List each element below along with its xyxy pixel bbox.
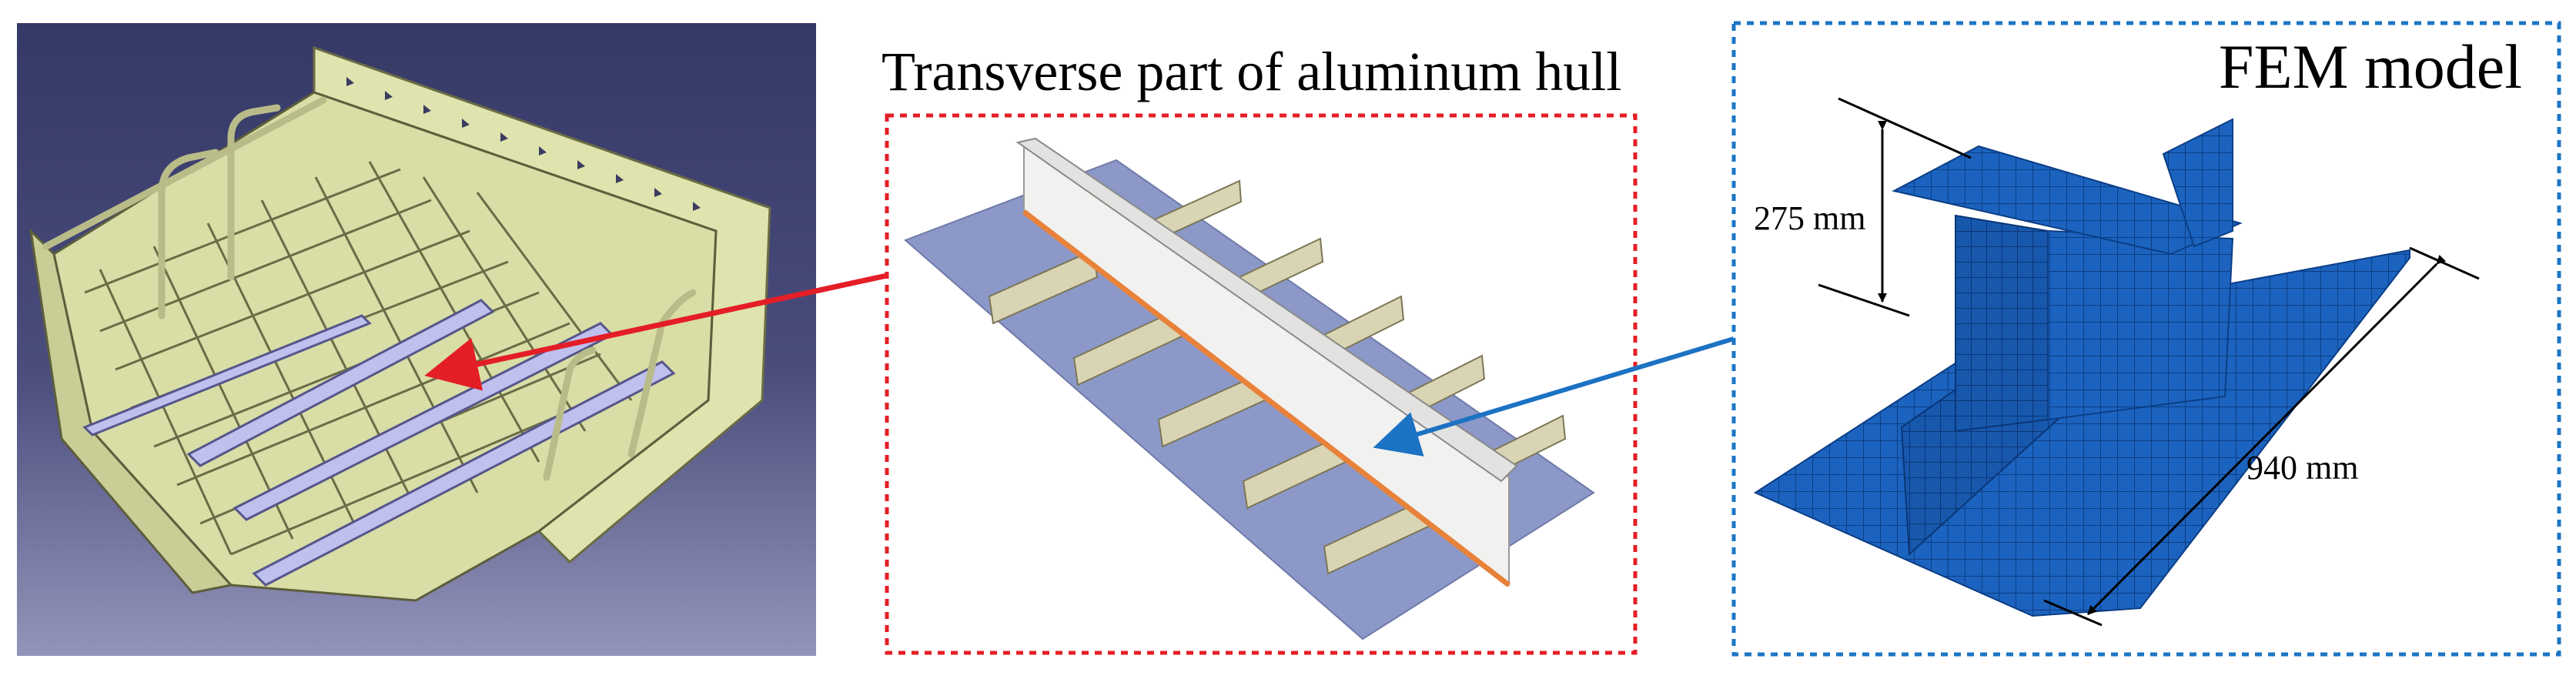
weld-line [1022,209,1511,587]
fem-back-flange [2162,118,2233,248]
dimension-lines [1818,97,2480,627]
fem-panel-title: FEM model [2218,32,2522,102]
fem-girder-web [2047,229,2234,421]
fem-model-panel [1731,21,2561,657]
fem-top-flange [1892,145,2243,256]
length-dimension-label: 940 mm [2246,449,2359,487]
cad-hull-panel [17,23,816,656]
blue-link-arrow [1373,336,1735,457]
middle-panel-title: Transverse part of aluminum hull [882,41,1622,102]
blue-dotted-frame [1731,21,2561,657]
fem-transverse-web [1955,214,2049,433]
red-link-arrow [424,273,888,391]
height-dimension-label: 275 mm [1754,199,1866,237]
transverse-part-panel [885,113,1638,655]
hull-left-skin [28,227,233,594]
girder-flange [1015,137,1518,483]
